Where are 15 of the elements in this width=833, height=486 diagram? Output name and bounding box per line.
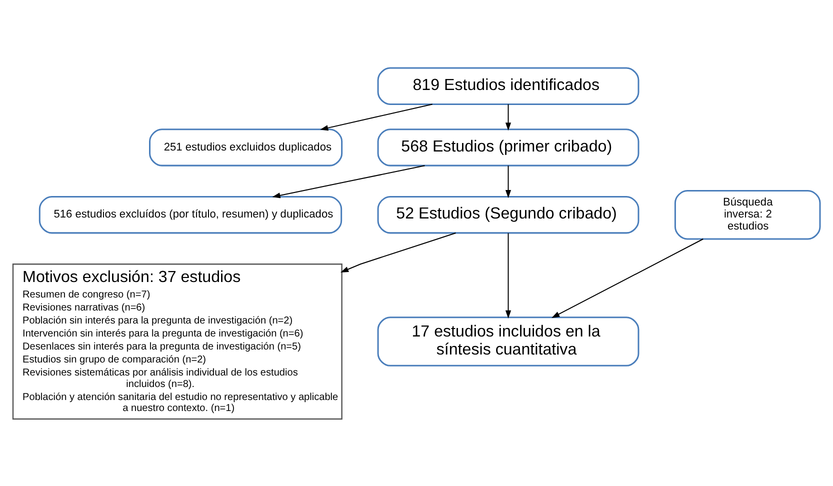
node-box: 516 estudios excluídos (por título, resumen) y duplicados: [38, 195, 342, 234]
node-box: Búsqueda inversa: 2 estudios: [674, 189, 821, 240]
arrow: [320, 103, 432, 130]
arrow: [505, 232, 512, 318]
arrow: [340, 232, 456, 272]
node-box: Motivos exclusión: 37 estudios Resumen de congreso (n=7) Revisiones narrativas (n=6) Población sin interés para la pregunta de investigación (n=2) Intervención sin interés para la pregunta de investigación (n=6) Desenlaces sin interés para la pregunta de investigación (n=5) Estudios sin grupo de comparación (n=2) Revisiones sistemáticas por análisis individual de los estudios incluidos (n=8). Población y atención sanitaria del estudio no representativo y aplicable a nuestro contexto. (n=1): [12, 263, 342, 420]
arrow: [505, 165, 512, 198]
node-box: 819 Estudios identificados: [377, 66, 640, 104]
node-box: 251 estudios excluidos duplicados: [149, 128, 343, 166]
node-box: 17 estudios incluidos en la síntesis cuantitativa: [377, 316, 640, 366]
arrow: [505, 104, 512, 130]
node-box: 52 Estudios (Segundo cribado): [377, 195, 640, 234]
arrow: [552, 238, 704, 318]
arrow: [272, 164, 425, 198]
node-box: 568 Estudios (primer cribado): [377, 128, 640, 166]
